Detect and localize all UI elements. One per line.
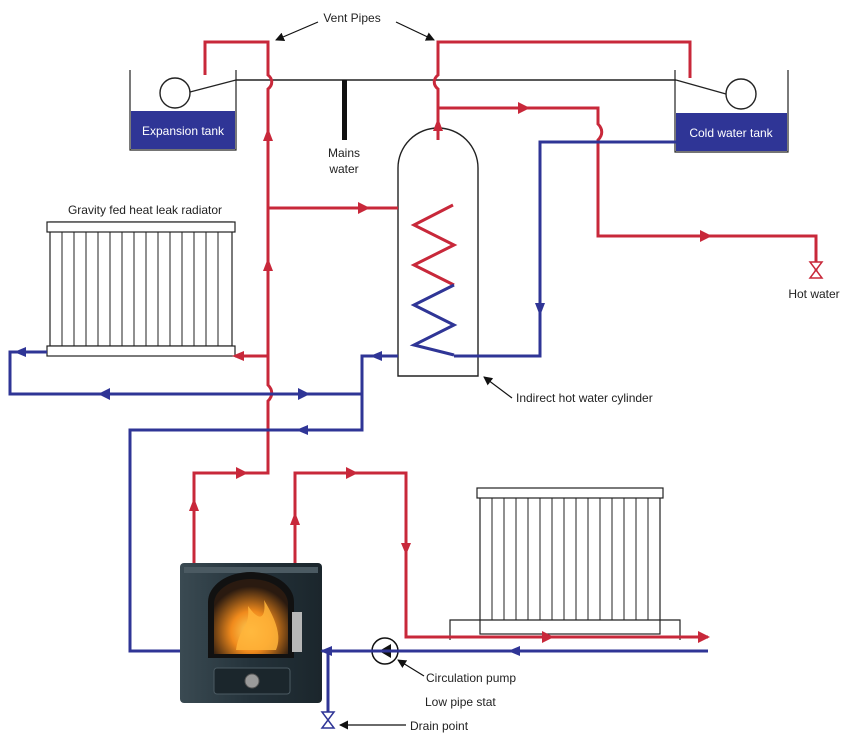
mains-water-label-1: Mains xyxy=(328,146,360,160)
cylinder-label: Indirect hot water cylinder xyxy=(516,391,653,405)
hot-water-tap-icon xyxy=(808,261,824,279)
hot-water-cylinder xyxy=(397,127,479,377)
return-arrows xyxy=(14,303,545,656)
low-pipe-stat-label: Low pipe stat xyxy=(425,695,496,709)
expansion-tank-label: Expansion tank xyxy=(142,124,225,138)
drain-point-label: Drain point xyxy=(410,719,469,733)
mains-water-label-2: water xyxy=(328,162,358,176)
vent-pipes-label: Vent Pipes xyxy=(323,11,380,25)
radiator-right xyxy=(449,487,681,640)
vent-pipes-callout: Vent Pipes xyxy=(275,11,435,41)
circulation-pump-label: Circulation pump xyxy=(426,671,516,685)
hot-water-label: Hot water xyxy=(788,287,839,301)
drain-valve-icon xyxy=(320,711,336,729)
cold-water-tank-label: Cold water tank xyxy=(689,126,773,140)
flow-arrows xyxy=(189,102,712,643)
gravity-radiator: Gravity fed heat leak radiator xyxy=(46,203,236,357)
stove xyxy=(180,563,322,703)
cold-water-tank: Cold water tank xyxy=(674,70,789,153)
return-pipes xyxy=(8,140,708,717)
mains-water: Mains water xyxy=(328,80,360,176)
gravity-radiator-label: Gravity fed heat leak radiator xyxy=(68,203,222,217)
flow-pipes xyxy=(192,40,818,639)
expansion-tank: Expansion tank xyxy=(129,70,237,151)
